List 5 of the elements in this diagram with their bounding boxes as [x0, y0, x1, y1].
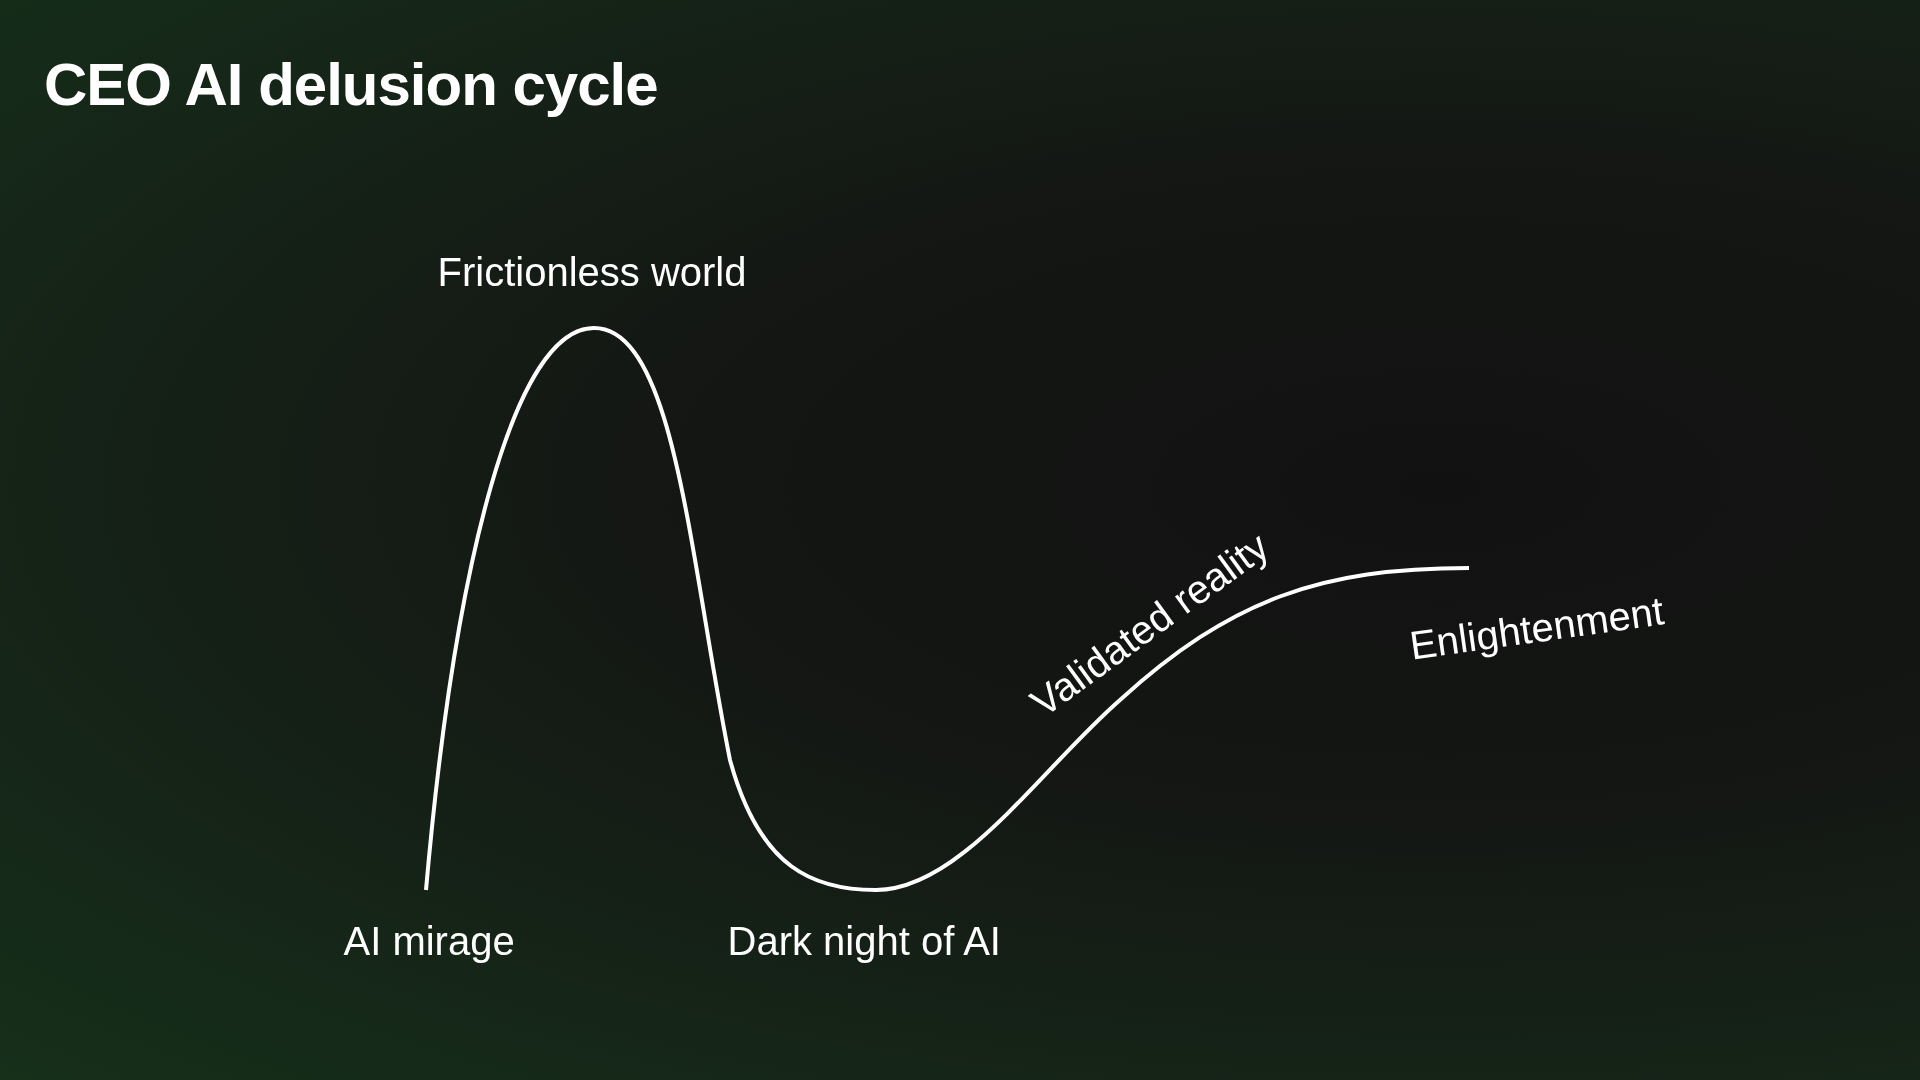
phase-label: AI mirage	[343, 918, 515, 964]
phase-label: Dark night of AI	[727, 918, 1001, 964]
phase-label: Enlightenment	[1407, 587, 1667, 669]
slide-title: CEO AI delusion cycle	[44, 50, 658, 119]
phase-label: Frictionless world	[437, 249, 747, 295]
